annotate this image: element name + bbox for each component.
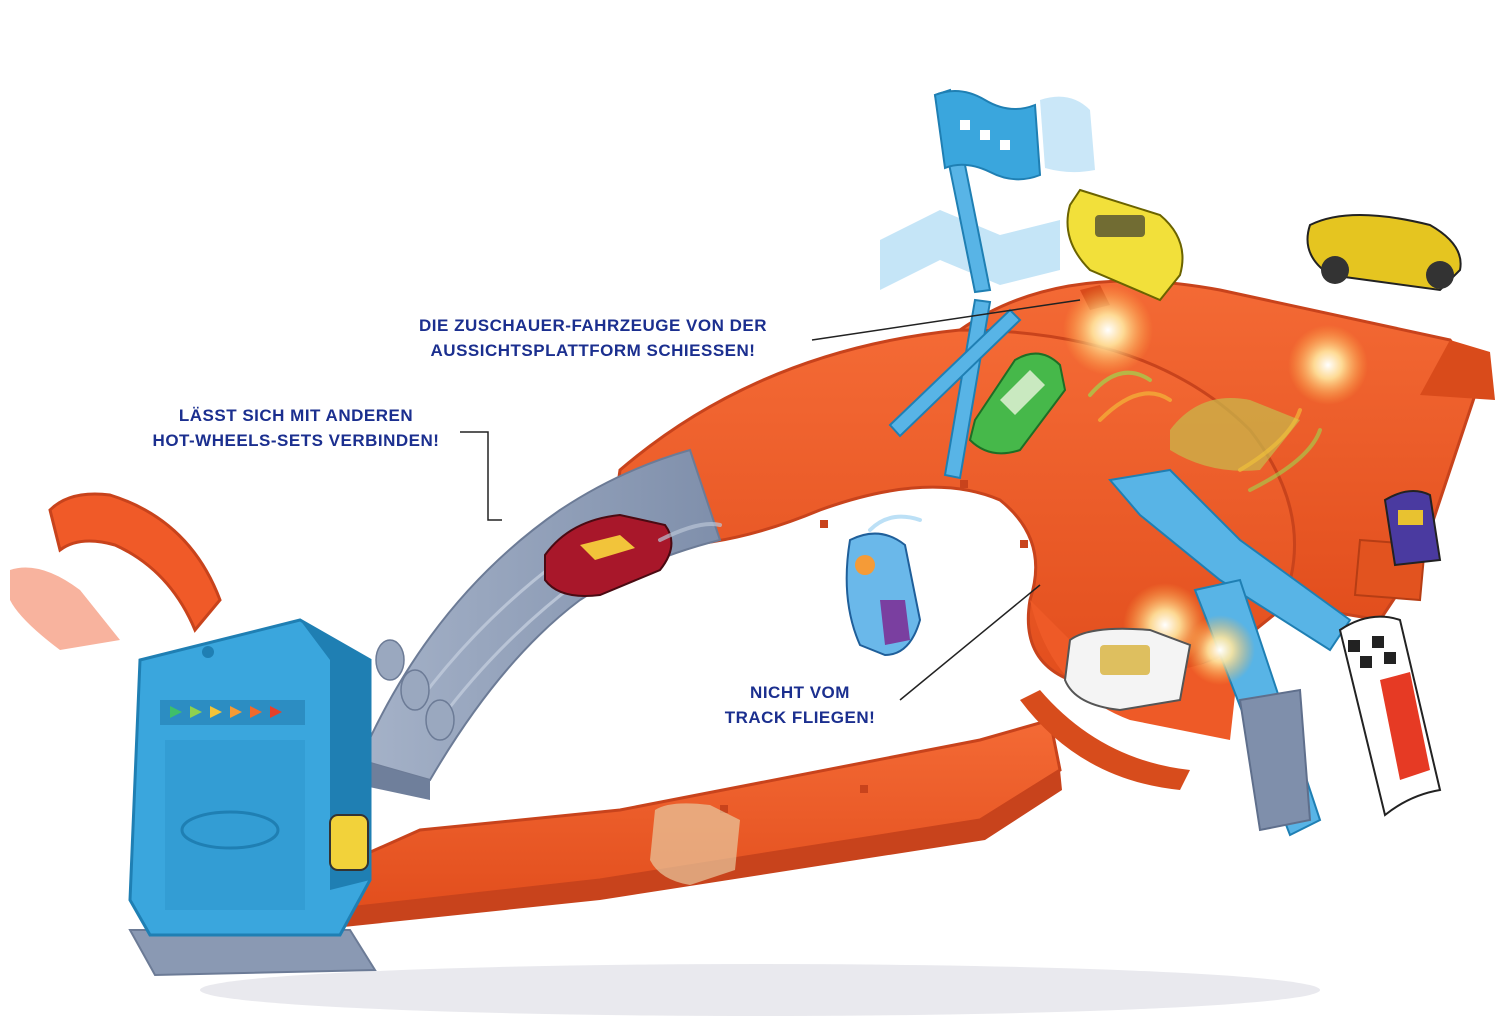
ground-shadow (200, 964, 1320, 1016)
callout-connect-line1: LÄSST SICH MIT ANDEREN (178, 406, 414, 425)
callout-spectator-line2: AUSSICHTSPLATTFORM SCHIESSEN! (430, 341, 756, 360)
callout-spectator-line1: DIE ZUSCHAUER-FAHRZEUGE VON DER (419, 316, 767, 335)
callout-stay-on-track: NICHT VOM TRACK FLIEGEN! (700, 680, 900, 730)
race-car (1306, 214, 1462, 292)
callout-track-line2: TRACK FLIEGEN! (724, 708, 876, 727)
race-car (544, 513, 673, 597)
race-car (1383, 490, 1442, 567)
callout-connect-sets: LÄSST SICH MIT ANDEREN HOT-WHEELS-SETS V… (96, 403, 496, 453)
callout-connect-line2: HOT-WHEELS-SETS VERBINDEN! (152, 431, 440, 450)
checkered-flag-icon (880, 88, 1095, 480)
callout-leader-lines (460, 299, 1081, 701)
checkered-flag-icon (1338, 615, 1442, 817)
race-car (1066, 188, 1184, 302)
race-car (845, 532, 922, 657)
race-car (329, 814, 369, 871)
launcher-tower (10, 492, 377, 977)
horseshoe-track (328, 328, 1296, 928)
callout-track-line1: NICHT VOM (750, 683, 850, 702)
race-car (650, 803, 740, 885)
arrow-chevron-icon (170, 706, 282, 718)
hot-wheels-logo (180, 810, 280, 850)
connector-ramp (358, 448, 722, 800)
callout-spectator-cars: DIE ZUSCHAUER-FAHRZEUGE VON DER AUSSICHT… (368, 313, 818, 363)
race-car (1063, 627, 1192, 712)
motion-lines (658, 370, 1322, 542)
race-car (968, 352, 1067, 455)
